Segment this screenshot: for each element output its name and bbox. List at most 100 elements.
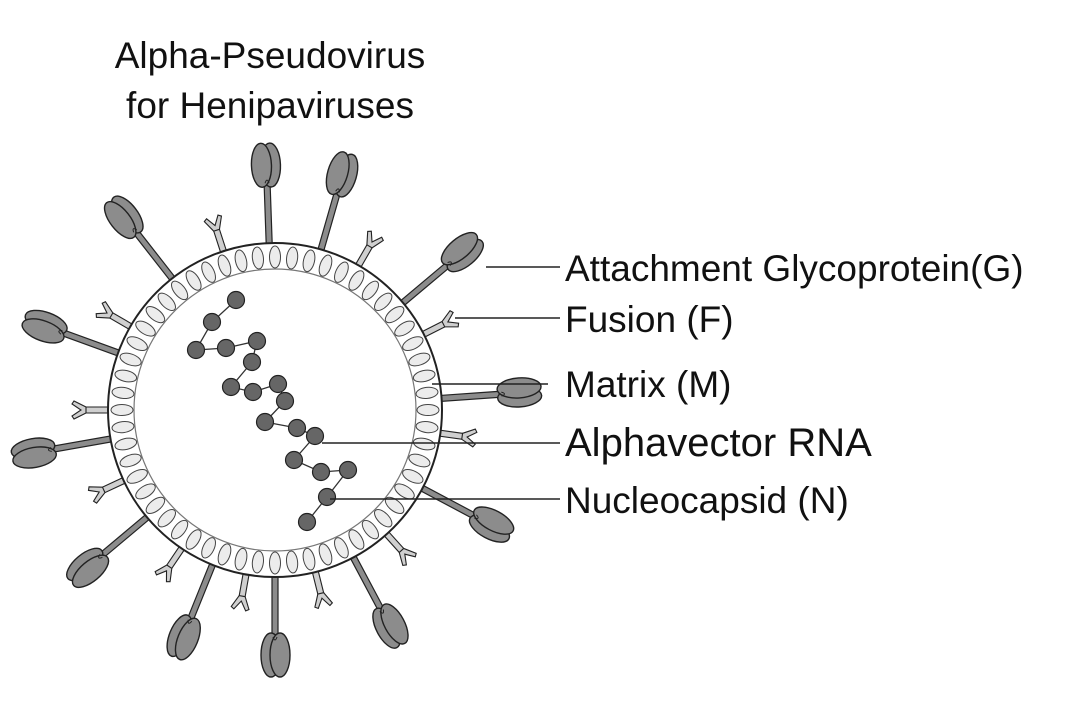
matrix-protein [114,437,138,451]
matrix-protein [402,469,424,484]
matrix-protein [302,547,316,571]
label-nucleocapsid: Nucleocapsid (N) [565,480,849,521]
matrix-protein [361,280,379,301]
label-alphavector-rna: Alphavector RNA [565,421,872,465]
matrix-protein [110,404,134,416]
matrix-protein [416,404,440,416]
matrix-protein [402,336,424,351]
spike-layer [10,142,543,678]
nucleocapsid-bead [287,418,307,438]
matrix-protein [185,270,202,291]
nucleocapsid-bead [243,382,263,402]
attachment-glycoprotein-spike [250,142,282,246]
nucleocapsid-bead [268,374,288,394]
matrix-protein [171,280,189,301]
matrix-protein [269,245,281,269]
matrix-protein [334,537,349,559]
nucleocapsid-bead [338,460,358,480]
attachment-glycoprotein-spike [66,512,152,589]
attachment-glycoprotein-spike [21,309,122,358]
matrix-protein [217,254,232,277]
matrix-protein [374,292,393,311]
matrix-protein [384,306,405,324]
nucleocapsid-bead [284,450,304,470]
fusion-protein-spike [230,571,250,612]
matrix-protein [251,550,265,574]
matrix-protein [119,453,142,468]
matrix-protein [394,320,415,337]
label-fusion: Fusion (F) [565,299,734,340]
matrix-protein [374,509,393,528]
nucleocapsid-bead [226,290,246,310]
nucleocapsid-bead [247,331,267,351]
matrix-protein [251,246,265,270]
matrix-protein [135,483,156,500]
attachment-glycoprotein-spike [438,377,543,408]
matrix-protein [114,369,138,383]
matrix-protein [201,261,216,283]
fusion-protein-spike [419,310,460,339]
matrix-protein [348,270,365,291]
matrix-protein [119,352,142,367]
matrix-protein [145,306,166,324]
leader-lines [322,266,560,500]
matrix-protein [412,369,436,383]
matrix-protein [201,537,216,559]
matrix-protein [171,519,189,540]
attachment-glycoprotein-spike [349,553,409,649]
nucleocapsid-bead [305,426,325,446]
nucleocapsid-bead [186,340,206,360]
attachment-glycoprotein-spike [260,574,291,678]
matrix-protein [217,543,232,566]
matrix-protein [157,509,176,528]
matrix-protein [408,453,431,468]
nucleocapsid-bead [297,512,317,532]
matrix-protein [111,420,135,434]
matrix-protein [415,420,439,434]
matrix-protein [145,496,166,514]
matrix-protein [185,529,202,550]
matrix-protein [126,469,148,484]
matrix-protein [348,529,365,550]
attachment-glycoprotein-spike [166,561,217,661]
attachment-glycoprotein-spike [103,195,177,283]
matrix-protein [318,543,333,566]
label-attachment-glycoprotein: Attachment Glycoprotein(G) [565,248,1024,289]
alphavector-rna [186,290,358,532]
matrix-protein [269,551,281,575]
nucleocapsid-bead [202,312,222,332]
matrix-protein [234,249,248,273]
matrix-protein [361,519,379,540]
attachment-glycoprotein-spike [10,435,114,469]
label-matrix: Matrix (M) [565,364,731,405]
nucleocapsid-bead [242,352,262,372]
nucleocapsid-bead [216,338,236,358]
nucleocapsid-bead [275,391,295,411]
fusion-protein-spike [71,400,111,420]
matrix-protein [126,336,148,351]
title-line-1: Alpha-Pseudovirus [114,35,426,76]
matrix-protein [285,550,299,574]
nucleocapsid-bead [311,462,331,482]
matrix-protein [318,254,333,277]
nucleocapsid-bead [317,487,337,507]
title-line-2: for Henipaviruses [126,85,414,126]
matrix-protein [234,547,248,571]
matrix-protein [412,437,436,451]
attachment-glycoprotein-spike [418,484,515,543]
matrix-protein [394,483,415,500]
fusion-protein-spike [311,568,334,610]
attachment-glycoprotein-spike [398,231,484,308]
matrix-protein [415,386,439,400]
matrix-protein [334,261,349,283]
matrix-protein [157,292,176,311]
matrix-layer [110,245,440,575]
nucleocapsid-bead [255,412,275,432]
attachment-glycoprotein-spike [316,151,359,253]
fusion-protein-spike [437,428,478,448]
matrix-protein [135,320,156,337]
matrix-protein [285,246,299,270]
nucleocapsid-bead [221,377,241,397]
matrix-protein [111,386,135,400]
